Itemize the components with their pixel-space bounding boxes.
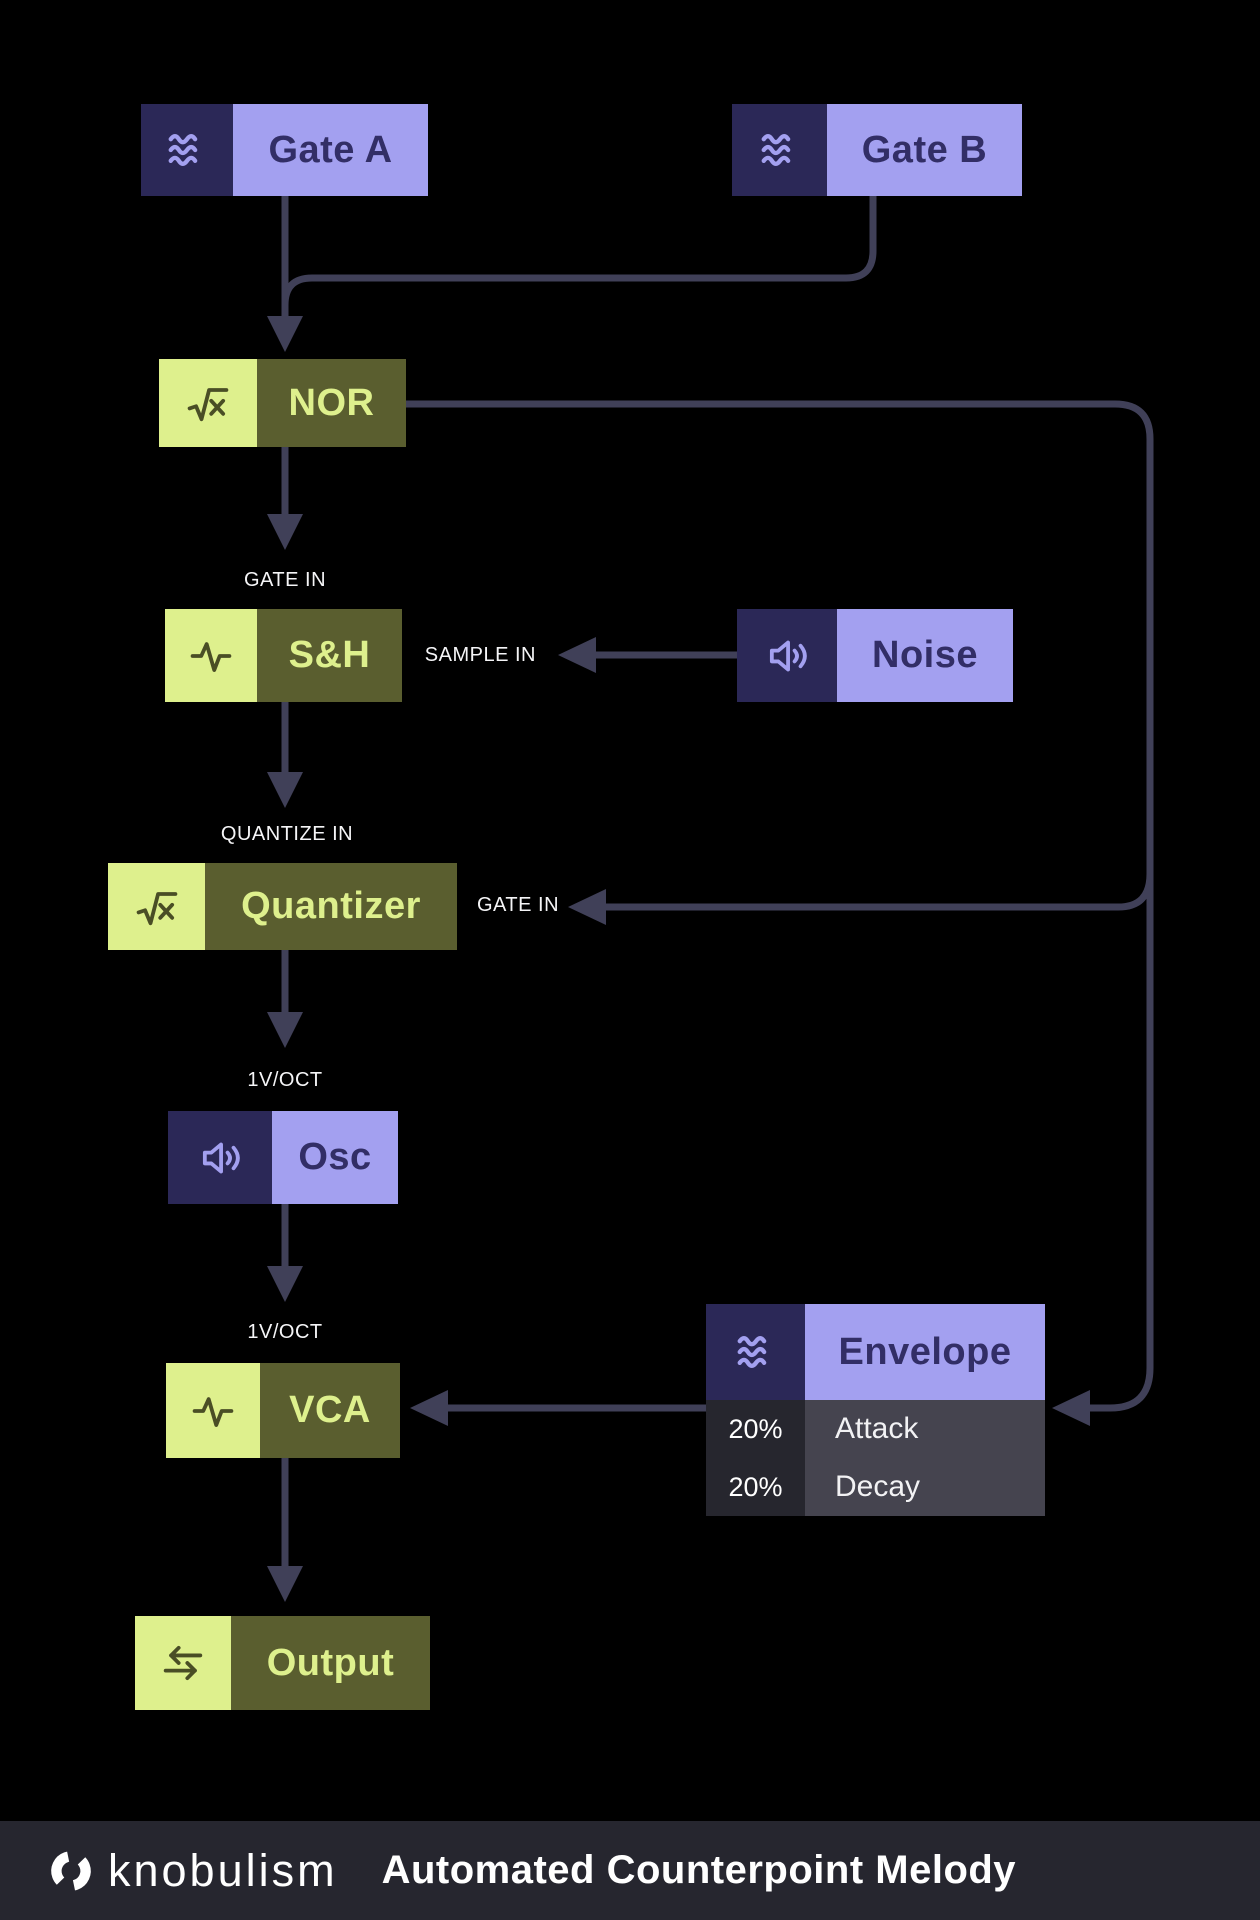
arrowhead-gate-in [568,889,606,925]
node-label: Gate A [233,104,428,196]
node-label: VCA [260,1363,400,1458]
port-label-gate-in: GATE IN [243,569,327,591]
node-label: NOR [257,359,406,447]
node-label: Noise [837,609,1013,702]
param-value-attack: 20% [706,1400,805,1458]
arrowhead-vca-in [267,1266,303,1302]
arrowhead-vca-cv-in [410,1390,448,1426]
sqrt-icon [159,359,257,447]
param-name-attack: Attack [805,1400,1045,1458]
arrowhead-nor-in [267,316,303,352]
port-label-gate-in-quantizer: GATE IN [477,894,560,916]
waves-icon [141,104,233,196]
envelope-params: 20% Attack 20% Decay [706,1400,1045,1516]
node-label: Quantizer [205,863,457,950]
pulse-icon [166,1363,260,1458]
arrows-left-right-icon [135,1616,231,1710]
wire-nor-envelope-loop [402,400,1154,1412]
param-name-decay: Decay [805,1458,1045,1516]
diagram-title: Automated Counterpoint Melody [381,1848,1017,1892]
node-osc: Osc [168,1111,398,1204]
envelope-header: Envelope [706,1304,1045,1400]
node-label: Gate B [827,104,1022,196]
node-label: Output [231,1616,430,1710]
wire-gateb-nor [281,192,877,318]
arrowhead-sh-in [267,514,303,550]
arrowhead-sample-in [558,637,596,673]
node-gate-a: Gate A [141,104,428,196]
node-quantizer: Quantizer [108,863,457,950]
volume-icon [737,609,837,702]
arrowhead-output-in [267,1566,303,1602]
node-envelope: Envelope 20% Attack 20% Decay [706,1304,1045,1516]
waves-icon [732,104,827,196]
port-label-1voct-osc: 1V/OCT [247,1069,323,1091]
node-gate-b: Gate B [732,104,1022,196]
node-nor: NOR [159,359,406,447]
port-label-1voct-vca: 1V/OCT [247,1321,323,1343]
node-output: Output [135,1616,430,1710]
knobulism-logo-icon [51,1850,91,1891]
node-noise: Noise [737,609,1013,702]
node-sample-hold: S&H [165,609,402,702]
wire-loop-quantizer-branch [602,870,1154,911]
port-label-sample-in: SAMPLE IN [424,644,536,666]
arrowhead-osc-in [267,1012,303,1048]
param-value-decay: 20% [706,1458,805,1516]
brand-name: knobulism [108,1844,338,1896]
node-label: S&H [257,609,402,702]
arrowhead-envelope-in [1052,1390,1090,1426]
volume-icon [168,1111,272,1204]
node-label: Envelope [805,1304,1045,1400]
node-vca: VCA [166,1363,400,1458]
port-label-quantize-in: QUANTIZE IN [220,823,354,845]
footer-bar: knobulism Automated Counterpoint Melody [0,1821,1260,1920]
node-label: Osc [272,1111,398,1204]
waves-icon [706,1304,805,1400]
pulse-icon [165,609,257,702]
sqrt-icon [108,863,205,950]
arrowhead-quantizer-in [267,772,303,808]
